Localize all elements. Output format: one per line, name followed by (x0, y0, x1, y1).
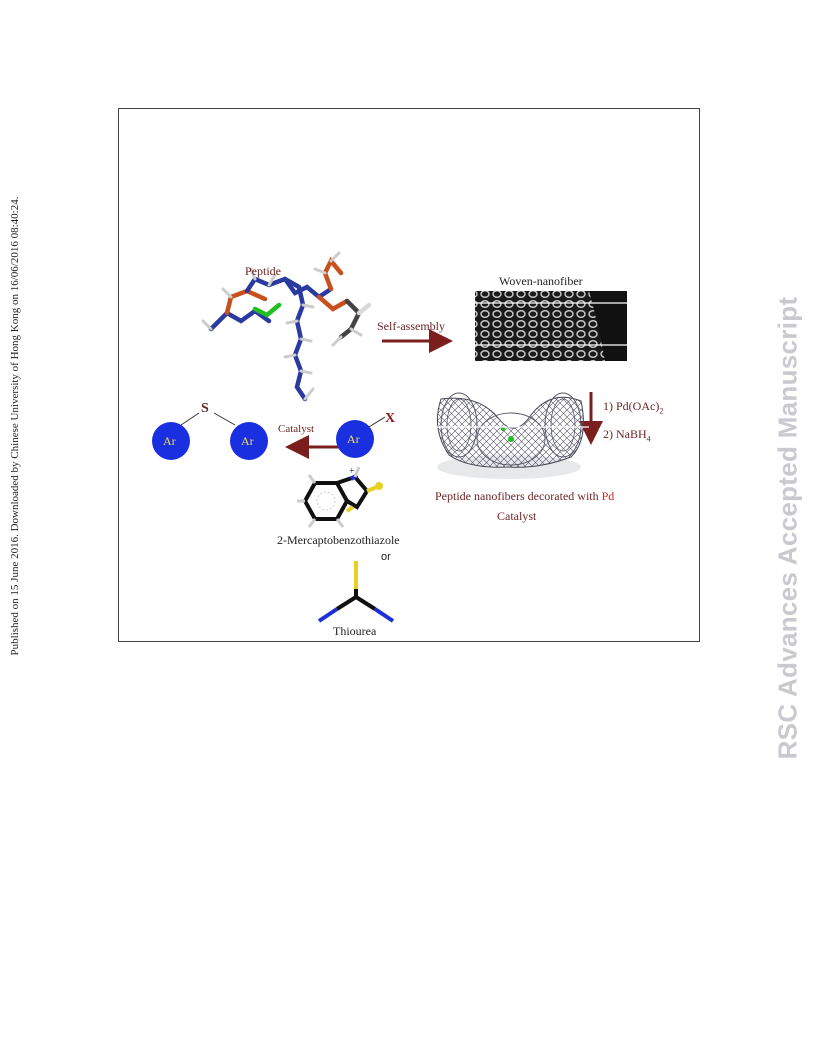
peptide-molecule-model (201, 251, 372, 402)
sulfur-label: S (201, 401, 209, 416)
bond-x (368, 416, 386, 428)
ar-label-left: Ar (163, 434, 176, 448)
woven-nanofiber-label: Woven-nanofiber (499, 274, 583, 288)
step-1-label: 1) Pd(OAc)2 (603, 399, 663, 415)
or-label: or (381, 551, 391, 563)
decorated-nanofiber-label-line2: Catalyst (497, 509, 537, 523)
mercaptobenzothiazole-label: 2-Mercaptobenzothiazole (277, 533, 400, 547)
graphical-abstract-figure: Peptide Self-assembly Woven-nanofiber 1)… (118, 108, 700, 642)
ar-circle-right (336, 420, 374, 458)
figure-drawing (152, 251, 627, 623)
halide-label: X (385, 411, 396, 426)
peptide-label: Peptide (245, 264, 281, 278)
plus-sign: + (349, 466, 355, 477)
decorated-nanofiber-label: Peptide nanofibers decorated with Pd (435, 489, 614, 504)
decorated-label-text: Peptide nanofibers decorated with (435, 489, 602, 503)
decorated-label-pd: Pd (601, 489, 615, 503)
self-assembly-label: Self-assembly (377, 319, 445, 333)
bond-s-left (180, 412, 200, 426)
catalyst-arrow-label: Catalyst (278, 423, 315, 435)
thiourea-label: Thiourea (333, 624, 377, 638)
ar-circle-middle (230, 422, 268, 460)
publication-side-note-text: Published on 15 June 2016. Downloaded by… (9, 196, 21, 656)
step-1-text: 1) Pd(OAc) (603, 399, 660, 413)
step-2-label: 2) NaBH4 (603, 427, 651, 443)
ar-circle-left (152, 422, 190, 460)
step-1-subscript: 2 (659, 406, 664, 416)
manuscript-watermark: RSC Advances Accepted Manuscript (760, 0, 816, 1056)
mercaptobenzothiazole-structure (297, 466, 383, 528)
step-2-text: 2) NaBH (603, 427, 647, 441)
thiourea-structure (317, 561, 395, 623)
bond-s-right (213, 412, 236, 426)
ar-label-middle: Ar (241, 434, 254, 448)
decorated-nanofiber-surface (436, 392, 589, 479)
manuscript-watermark-text: RSC Advances Accepted Manuscript (772, 296, 803, 760)
step-2-subscript: 4 (646, 434, 651, 444)
ar-label-right: Ar (347, 432, 360, 446)
publication-side-note: Published on 15 June 2016. Downloaded by… (0, 0, 30, 1056)
woven-nanofiber-image (475, 291, 627, 361)
